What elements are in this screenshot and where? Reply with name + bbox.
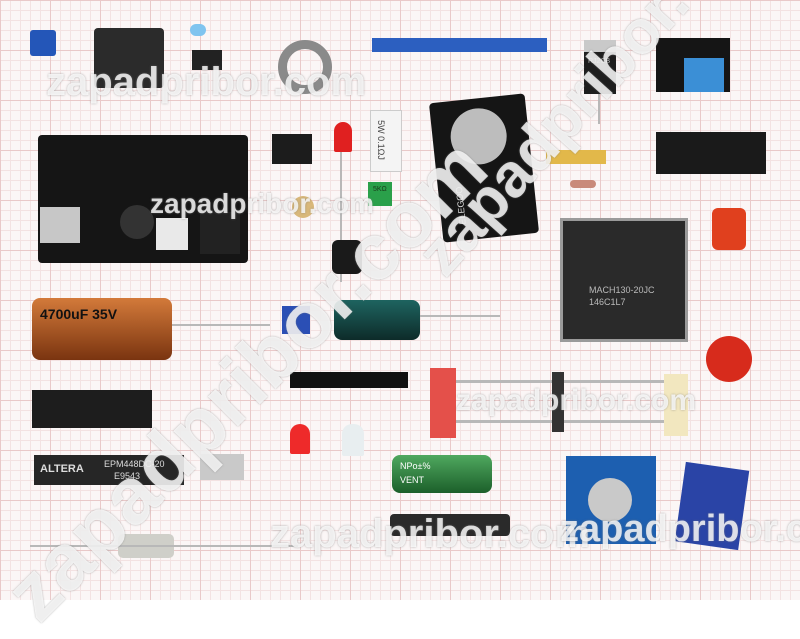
axial-resistor (570, 180, 596, 188)
small-ic (192, 50, 222, 70)
capacitor-label: 4700uF 35V (40, 306, 118, 322)
ic-socket-module (94, 28, 164, 88)
blue-led (190, 24, 206, 36)
plcc-chip: MACH130-20JC 146C1L7 (560, 218, 688, 342)
watermark: zapadpribor.com (456, 384, 697, 417)
clear-led (342, 424, 364, 456)
red-led-2 (290, 424, 310, 454)
diode (552, 372, 564, 432)
resistor-network (546, 150, 606, 164)
green-trimmer: 5KΩ (368, 182, 392, 206)
edge-connector (372, 38, 547, 52)
dip-socket-small (32, 390, 152, 428)
inductor (332, 240, 362, 274)
green-cap-label: NPo±% (400, 461, 431, 471)
electrolytic-capacitor-large: 4700uF 35V (32, 298, 172, 360)
polyfuse (712, 208, 746, 250)
altera-date-code: E9543 (114, 471, 141, 481)
dip-socket (656, 132, 766, 174)
ferrite-ring (278, 40, 332, 94)
watermark: zapadpribor.com (560, 508, 800, 550)
trimmer-code: 5KΩ (373, 186, 387, 193)
axial-inductors (430, 368, 456, 438)
red-led (334, 122, 352, 152)
watermark: zapadpribor.com (46, 60, 367, 104)
blue-trimmer (282, 306, 310, 334)
electrolytic-capacitor-dark (334, 300, 420, 340)
chip-date-code: 146C1L7 (589, 297, 626, 307)
ceramic-resistor: 5W 0.1ΩJ (370, 110, 402, 172)
black-resistor (390, 514, 510, 536)
tape-strip (664, 374, 688, 436)
resistor-label: 5W 0.1ΩJ (375, 120, 386, 160)
pin-header (290, 372, 408, 388)
electrolytic-capacitor-green: NPo±% VENT (392, 455, 492, 493)
transistor-code: RJ2CB (588, 58, 611, 65)
varistor (706, 336, 752, 382)
watermark: zapadpribor.com (150, 188, 375, 219)
altera-logo: ALTERA (40, 463, 84, 475)
to220-transistor: RJ2CB (584, 40, 616, 94)
oscillator (200, 454, 244, 480)
soic-chip (272, 134, 312, 164)
altera-chip: ALTERA EPM448DC-20 E9543 (34, 455, 184, 485)
touch-sensor-module (566, 456, 656, 544)
altera-part-number: EPM448DC-20 (104, 459, 165, 469)
trimmer-potentiometer (30, 30, 56, 56)
crystal (292, 196, 314, 218)
watermark: zapadpribor.com (270, 512, 591, 556)
chip-part-number: MACH130-20JC (589, 285, 655, 295)
green-cap-vent: VENT (400, 475, 425, 485)
